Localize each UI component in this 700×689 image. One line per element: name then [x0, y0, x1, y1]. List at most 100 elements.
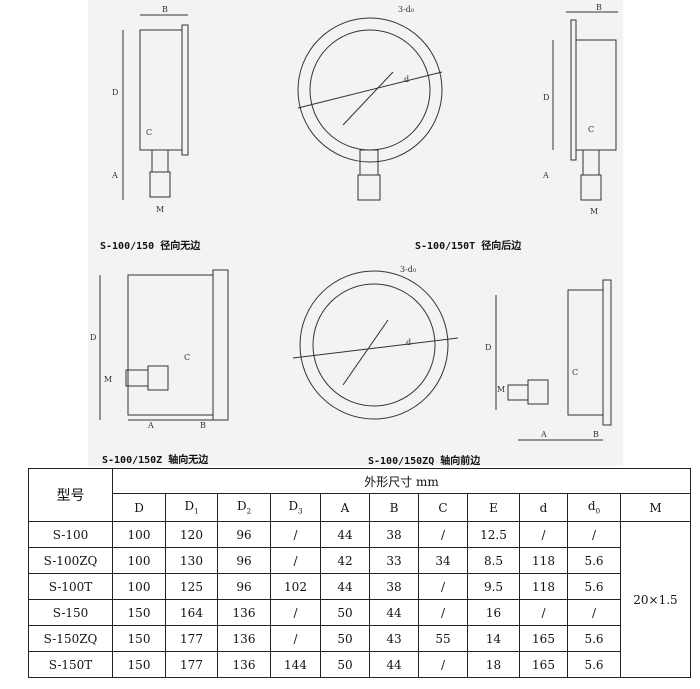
value-cell: 120	[165, 521, 218, 548]
column-header-d0: d0	[567, 493, 621, 522]
svg-text:3-d₀: 3-d₀	[398, 5, 414, 14]
drawing-radial-rear-flange: B D C A M	[542, 3, 618, 216]
drawing-radial-no-flange: B D C A M	[111, 5, 189, 214]
caption-axial-front-flange: S-100/150ZQ 轴向前边	[368, 456, 481, 467]
value-cell: 55	[418, 625, 468, 652]
value-cell: 44	[369, 599, 419, 626]
value-cell: 96	[217, 547, 271, 574]
svg-text:A: A	[540, 430, 547, 439]
svg-text:C: C	[184, 353, 190, 362]
svg-text:B: B	[596, 3, 602, 12]
value-cell: 50	[320, 599, 370, 626]
svg-text:D: D	[112, 88, 118, 97]
value-cell: 100	[112, 573, 166, 600]
value-cell: 125	[165, 573, 218, 600]
drawing-axial-no-flange: D M A B C	[90, 269, 229, 430]
column-header-D3: D3	[270, 493, 321, 522]
svg-text:M: M	[156, 205, 164, 214]
svg-text:d: d	[404, 75, 409, 84]
column-header-A: A	[320, 493, 370, 522]
svg-text:A: A	[542, 171, 549, 180]
value-cell: 38	[369, 521, 419, 548]
svg-text:C: C	[572, 368, 578, 377]
value-cell: 165	[519, 651, 568, 678]
drawing-radial-front: d 3-d₀	[297, 5, 443, 201]
column-header-B: B	[369, 493, 419, 522]
value-cell: /	[519, 521, 568, 548]
value-cell: 42	[320, 547, 370, 574]
value-cell: 43	[369, 625, 419, 652]
value-cell: 33	[369, 547, 419, 574]
column-header-D1: D1	[165, 493, 218, 522]
value-cell: 16	[467, 599, 520, 626]
value-cell: 130	[165, 547, 218, 574]
value-cell: 5.6	[567, 547, 621, 574]
value-cell: 9.5	[467, 573, 520, 600]
label-B: B	[162, 5, 168, 14]
value-cell: 96	[217, 573, 271, 600]
svg-text:M: M	[590, 207, 598, 216]
value-cell: /	[418, 573, 468, 600]
value-cell: 5.6	[567, 573, 621, 600]
value-cell: 136	[217, 625, 271, 652]
value-cell: 118	[519, 547, 568, 574]
svg-text:A: A	[147, 421, 154, 430]
dimensions-header: 外形尺寸 mm	[112, 468, 691, 494]
svg-text:d: d	[406, 338, 411, 347]
value-cell: 5.6	[567, 651, 621, 678]
value-cell: /	[270, 521, 321, 548]
svg-text:D: D	[90, 333, 96, 342]
model-cell: S-150	[28, 599, 113, 626]
column-header-D2: D2	[217, 493, 271, 522]
value-cell: 150	[112, 625, 166, 652]
technical-drawings: B D C A M d 3-d₀ B D C A M D M A B C d 3…	[88, 0, 623, 467]
column-header-D: D	[112, 493, 166, 522]
value-cell: 100	[112, 521, 166, 548]
value-cell: /	[418, 651, 468, 678]
svg-text:A: A	[111, 171, 118, 180]
column-header-E: E	[467, 493, 520, 522]
column-header-C: C	[418, 493, 468, 522]
model-cell: S-100ZQ	[28, 547, 113, 574]
svg-text:D: D	[485, 343, 491, 352]
value-cell: 150	[112, 651, 166, 678]
svg-text:B: B	[200, 421, 206, 430]
drawing-axial-front: d 3-d₀	[292, 265, 459, 420]
value-cell: 150	[112, 599, 166, 626]
svg-text:M: M	[104, 375, 112, 384]
model-cell: S-100	[28, 521, 113, 548]
svg-text:M: M	[497, 385, 505, 394]
value-cell: /	[418, 521, 468, 548]
value-cell: /	[270, 625, 321, 652]
value-cell: 102	[270, 573, 321, 600]
column-header-d: d	[519, 493, 568, 522]
value-cell: 96	[217, 521, 271, 548]
value-cell: /	[270, 599, 321, 626]
svg-text:D: D	[543, 93, 549, 102]
caption-radial-rear-flange: S-100/150T 径向后边	[415, 241, 522, 252]
value-cell: 177	[165, 625, 218, 652]
column-header-M: M	[620, 493, 691, 522]
value-cell: 165	[519, 625, 568, 652]
model-cell: S-150ZQ	[28, 625, 113, 652]
value-cell: 5.6	[567, 625, 621, 652]
value-cell: 144	[270, 651, 321, 678]
value-cell: /	[567, 599, 621, 626]
model-header: 型号	[28, 468, 113, 522]
value-cell: 177	[165, 651, 218, 678]
value-cell: 136	[217, 599, 271, 626]
svg-text:C: C	[146, 128, 152, 137]
value-cell: 34	[418, 547, 468, 574]
model-cell: S-100T	[28, 573, 113, 600]
value-cell: /	[270, 547, 321, 574]
value-cell: /	[519, 599, 568, 626]
caption-radial-no-flange: S-100/150 径向无边	[100, 241, 201, 252]
value-cell: /	[418, 599, 468, 626]
